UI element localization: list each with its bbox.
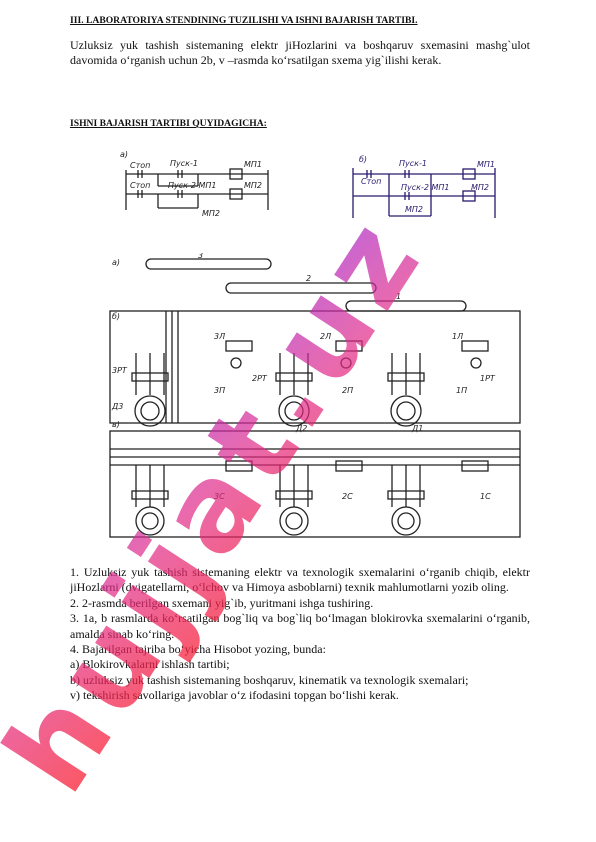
diagram-b-text: Пуск-2 МП1 xyxy=(401,183,450,192)
conveyor-3 xyxy=(145,258,272,270)
device-label: 2П xyxy=(342,386,353,395)
step-item: 2. 2-rasmda berilgan sxemani yig`ib, yur… xyxy=(70,595,374,610)
diagram-b-text: МП2 xyxy=(471,183,489,192)
main-panel-b-label: б) xyxy=(112,312,120,321)
step-item: a) Blokirovkalarni ishlash tartibi; xyxy=(70,657,230,672)
step-item: v) tekshirish savollariga javoblar o‘z i… xyxy=(70,688,399,703)
diagram-a-text: Стоп xyxy=(130,181,150,190)
relay-diagram-b: б) Стоп Пуск-1 МП1 МП2 Пуск-2 МП1 МП2 xyxy=(352,155,496,218)
intro-paragraph: Uzluksiz yuk tashish sistemaning elektr … xyxy=(70,38,530,67)
diagram-a-text: Пуск-2 МП1 xyxy=(168,181,217,190)
conveyor-control-diagram: a) 3 2 1 б) Д3 Д2 Д1 3Л 2Л 1Л xyxy=(109,253,521,538)
diagram-b-text: МП2 xyxy=(405,205,423,214)
procedure-heading: ISHNI BAJARISH TARTIBI QUYIDAGICHA: xyxy=(70,118,267,129)
device-label: 3Л xyxy=(214,332,225,341)
device-label: 2РТ xyxy=(252,374,268,383)
diagram-a-text: Стоп xyxy=(130,161,150,170)
device-label: 1РТ xyxy=(480,374,496,383)
conveyor-1 xyxy=(345,300,467,312)
conveyor-label: 1 xyxy=(396,292,401,301)
device-label: 3П xyxy=(214,386,225,395)
device-label: 2С xyxy=(342,492,353,501)
diagram-b-text: Пуск-1 xyxy=(399,159,427,168)
diagram-b-text: Стоп xyxy=(361,177,381,186)
device-label: 1П xyxy=(456,386,467,395)
relay-diagram-a: a) Стоп Пуск-1 МП1 Стоп Пуск-2 МП1 МП2 М… xyxy=(120,150,269,218)
device-label: 3С xyxy=(214,492,225,501)
step-item: b) uzluksiz yuk tashish sistemaning bosh… xyxy=(70,672,469,687)
motor-3 xyxy=(134,395,166,427)
device-label: 3РТ xyxy=(112,366,128,375)
step-item: 3. 1a, b rasmlarda ko‘rsatilgan bog`liq … xyxy=(70,611,530,641)
main-panel-v-label: в) xyxy=(112,420,120,429)
diagram-b-label: б) xyxy=(359,155,367,164)
device-label: 1Л xyxy=(452,332,463,341)
main-panel-a-label: a) xyxy=(112,258,120,267)
conveyor-2 xyxy=(225,282,377,294)
motor-1 xyxy=(390,395,422,427)
diagram-a-text: МП1 xyxy=(244,160,262,169)
step-item: 1. Uzluksiz yuk tashish sistemaning elek… xyxy=(70,565,530,595)
diagram-a-text: Пуск-1 xyxy=(170,159,198,168)
section-heading: III. LABORATORIYA STENDINING TUZILISHI V… xyxy=(70,15,418,26)
diagram-b-text: МП1 xyxy=(477,160,495,169)
motor-label: Д1 xyxy=(411,424,423,433)
device-label: 1С xyxy=(480,492,491,501)
diagram-a-text: МП2 xyxy=(244,181,262,190)
conveyor-label: 3 xyxy=(198,253,203,260)
diagram-a-label: a) xyxy=(120,150,128,159)
motor-2 xyxy=(278,395,310,427)
conveyor-label: 2 xyxy=(306,274,311,283)
procedure-steps: 1. Uzluksiz yuk tashish sistemaning elek… xyxy=(70,565,530,704)
diagram-a-text: МП2 xyxy=(202,209,220,218)
motor-label: Д2 xyxy=(295,424,307,433)
motor-label: Д3 xyxy=(111,402,123,411)
device-label: 2Л xyxy=(320,332,331,341)
step-item: 4. Bajarilgan tajriba bo‘yicha Hisobot y… xyxy=(70,642,326,657)
